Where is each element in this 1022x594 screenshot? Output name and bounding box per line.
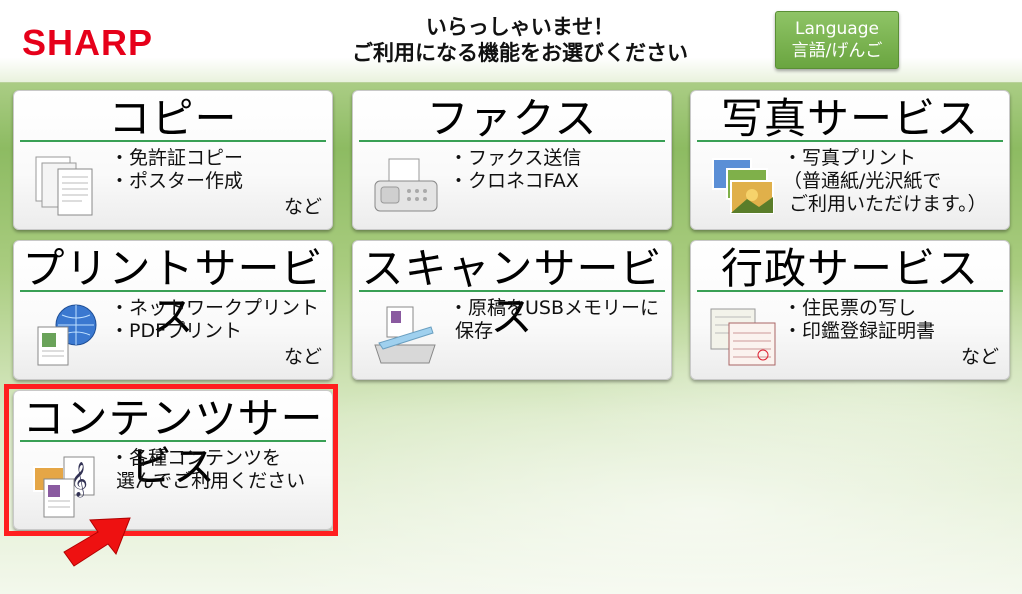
language-label-en: Language bbox=[795, 19, 879, 39]
photo-service-tile[interactable]: 写真サービス ・写真プリント （普通紙/光沢紙で ご利用いただけます。） bbox=[690, 90, 1010, 230]
print-service-tile[interactable]: プリントサービス ・ネットワークプリント ・PDFプリント など bbox=[13, 240, 333, 380]
copy-tile[interactable]: コピー ・免許証コピー ・ポスター作成 など bbox=[13, 90, 333, 230]
tile-title: プリントサービス bbox=[22, 244, 324, 341]
fax-machine-icon bbox=[374, 158, 438, 212]
tile-title: 行政サービス bbox=[720, 244, 979, 293]
sharp-logo: SHARP bbox=[22, 22, 154, 63]
photo-prints-icon bbox=[712, 158, 774, 214]
tile-description: ・ネットワークプリント ・PDFプリント bbox=[110, 297, 320, 342]
tile-etc-label: など bbox=[960, 346, 999, 368]
divider bbox=[697, 290, 1003, 292]
tile-description: ・各種コンテンツを 選んでご利用ください bbox=[110, 447, 306, 492]
tile-etc-label: など bbox=[283, 196, 322, 218]
tile-title: コピー bbox=[108, 94, 238, 143]
pointer-arrow-icon bbox=[63, 517, 131, 567]
divider bbox=[20, 290, 326, 292]
language-button[interactable]: Language 言語/げんご bbox=[775, 11, 899, 69]
tile-description: ・ファクス送信 ・クロネコFAX bbox=[449, 147, 582, 192]
header-bar: SHARP いらっしゃいませ！ ご利用になる機能をお選びください Languag… bbox=[0, 0, 1022, 83]
selection-highlight-frame bbox=[4, 384, 338, 536]
tile-description: ・住民票の写し ・印鑑登録証明書 bbox=[783, 297, 936, 342]
government-service-tile[interactable]: 行政サービス ・住民票の写し ・印鑑登録証明書 など bbox=[690, 240, 1010, 380]
tile-description: ・免許証コピー ・ポスター作成 bbox=[110, 147, 244, 192]
scanner-icon bbox=[374, 306, 436, 364]
network-print-icon bbox=[37, 304, 97, 366]
language-label-ja: 言語/げんご bbox=[791, 41, 883, 61]
fax-tile[interactable]: ファクス ・ファクス送信 ・クロネコFAX bbox=[352, 90, 672, 230]
divider bbox=[20, 440, 326, 442]
divider bbox=[697, 140, 1003, 142]
tile-description: ・写真プリント （普通紙/光沢紙で ご利用いただけます。） bbox=[783, 147, 987, 215]
tile-title: ファクス bbox=[426, 94, 598, 143]
divider bbox=[359, 290, 665, 292]
tile-title: スキャンサービス bbox=[361, 244, 663, 341]
certificate-documents-icon bbox=[710, 308, 776, 366]
tile-description: ・原稿をUSBメモリーに 保存 bbox=[449, 297, 660, 342]
tile-title: 写真サービス bbox=[720, 94, 979, 143]
tile-etc-label: など bbox=[283, 346, 322, 368]
divider bbox=[20, 140, 326, 142]
divider bbox=[359, 140, 665, 142]
contents-service-tile[interactable]: コンテンツサービス 𝄞 ・各種コンテンツを 選んでご利用ください bbox=[13, 390, 333, 530]
scan-service-tile[interactable]: スキャンサービス ・原稿をUSBメモリーに 保存 bbox=[352, 240, 672, 380]
tile-title: コンテンツサービス bbox=[22, 394, 324, 491]
welcome-line-1: いらっしゃいませ！ bbox=[425, 15, 615, 39]
welcome-line-2: ご利用になる機能をお選びください bbox=[352, 41, 688, 65]
copy-document-icon bbox=[35, 156, 93, 216]
contents-media-icon: 𝄞 bbox=[33, 456, 95, 518]
welcome-message: いらっしゃいませ！ ご利用になる機能をお選びください bbox=[300, 14, 740, 66]
